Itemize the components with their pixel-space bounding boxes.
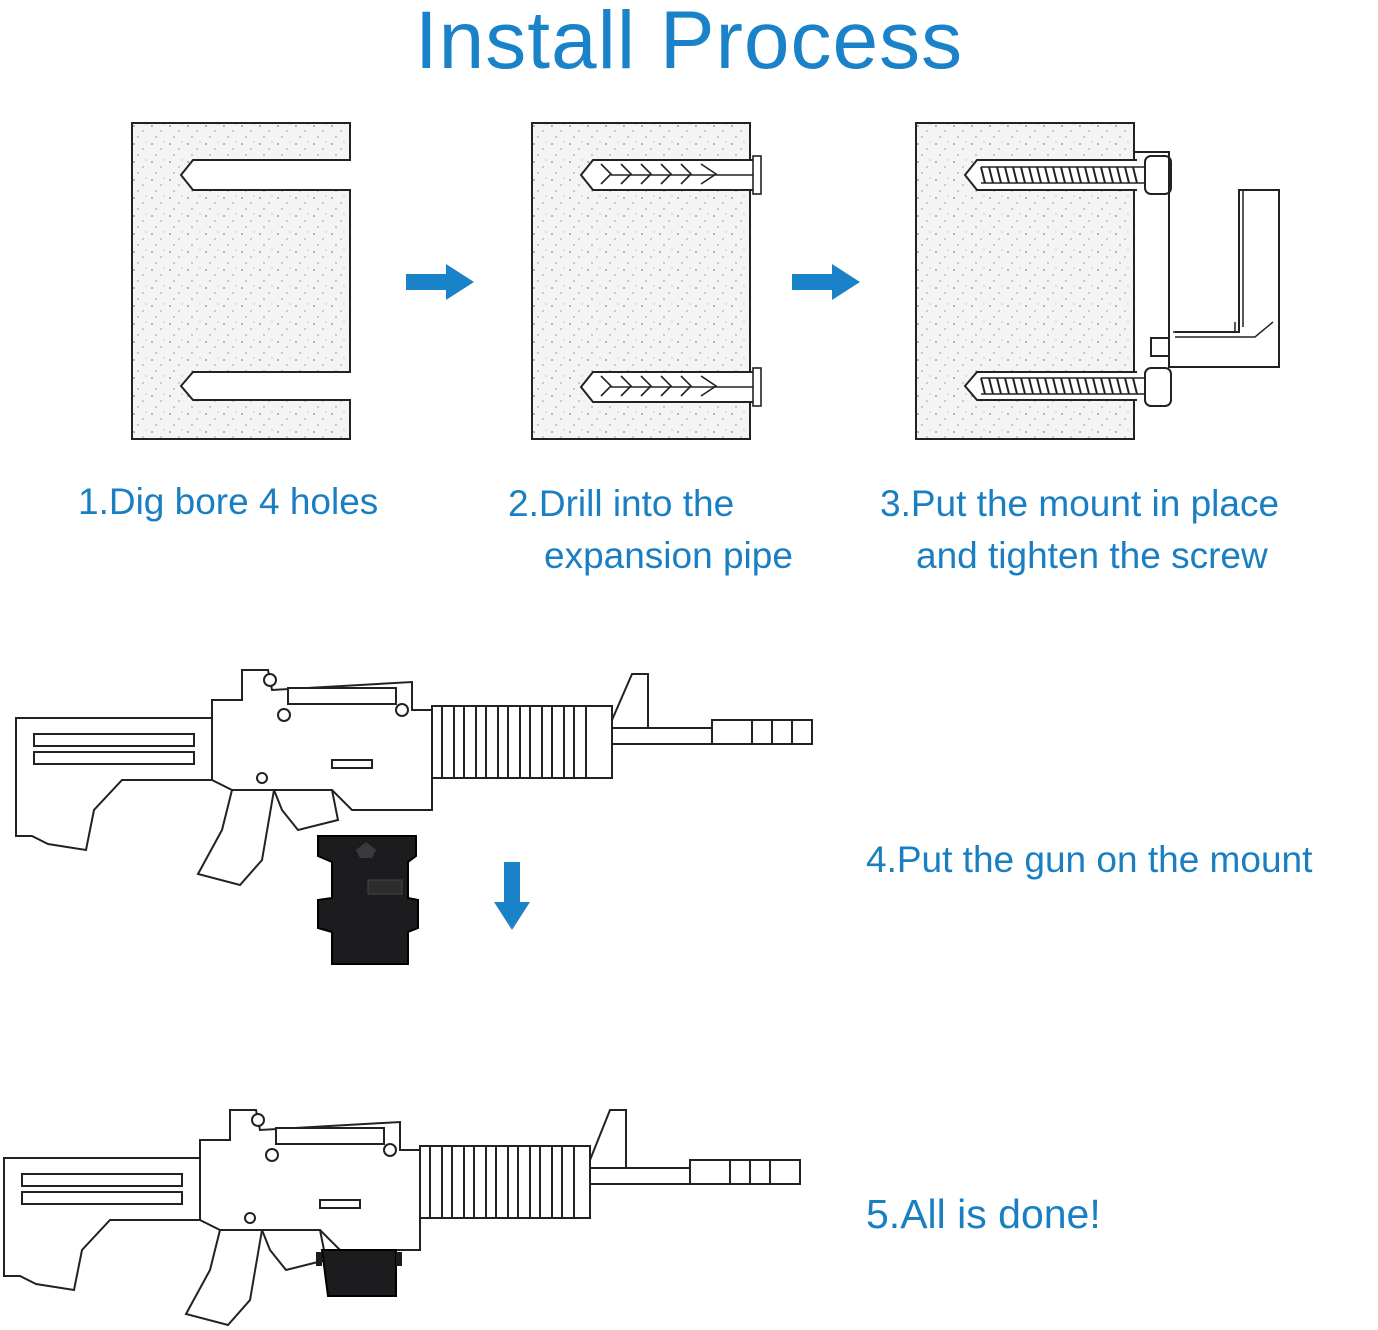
- gun-mount-illustration: [317, 835, 419, 965]
- step2-line2: expansion pipe: [544, 535, 793, 576]
- expansion-pipe-illustration: [533, 124, 762, 438]
- step5-caption: 5.All is done!: [866, 1188, 1101, 1240]
- drilled-holes-illustration: [133, 124, 351, 438]
- step4-line1: 4.Put the gun on the mount: [866, 839, 1313, 880]
- step2-line1: 2.Drill into the: [508, 483, 735, 524]
- step2-caption: 2.Drill into the expansion pipe: [508, 478, 838, 582]
- step4-caption: 4.Put the gun on the mount: [866, 834, 1312, 886]
- step1-caption: 1.Dig bore 4 holes: [78, 476, 378, 528]
- wall-panel-step3: [915, 122, 1280, 440]
- rifle-illustration: [15, 669, 813, 887]
- mounted-bracket-illustration: [917, 124, 1280, 438]
- step5-line1: 5.All is done!: [866, 1191, 1101, 1237]
- step3-line2: and tighten the screw: [916, 535, 1268, 576]
- arrow-right-icon: [406, 264, 474, 300]
- page-title: Install Process: [414, 0, 964, 86]
- wall-panel-step1: [131, 122, 351, 440]
- mounted-rifle-illustration: [3, 1109, 801, 1327]
- step3-caption: 3.Put the mount in place and tighten the…: [880, 478, 1350, 582]
- arrow-down-icon: [494, 862, 530, 930]
- step1-line1: 1.Dig bore 4 holes: [78, 481, 379, 522]
- arrow-right-icon: [792, 264, 860, 300]
- step3-line1: 3.Put the mount in place: [880, 483, 1280, 524]
- wall-panel-step2: [531, 122, 762, 440]
